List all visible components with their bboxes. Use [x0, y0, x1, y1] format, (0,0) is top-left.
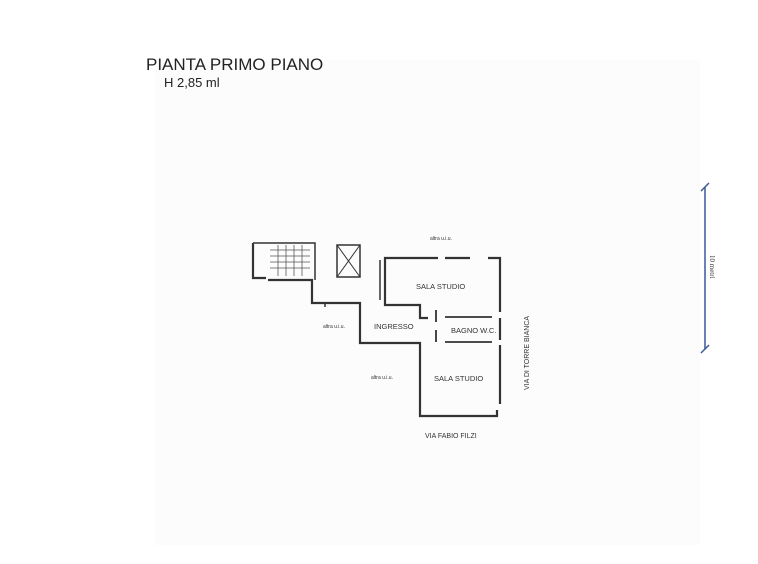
plan-title: PIANTA PRIMO PIANO [146, 55, 324, 74]
neighbor-label: altra u.i.u. [430, 236, 452, 242]
street-label-south: VIA FABIO FILZI [425, 433, 477, 440]
room-label-ingresso: INGRESSO [374, 322, 414, 331]
street-label-east: VIA DI TORRE BIANCA [524, 316, 531, 390]
walls [251, 242, 502, 418]
stairs [270, 245, 310, 276]
scale-label: 10 metri [708, 255, 716, 279]
room-label-sala-studio-2: SALA STUDIO [434, 374, 483, 383]
neighbor-label: altra u.i.u. [371, 375, 393, 381]
neighbor-label: altra u.i.u. [323, 324, 345, 330]
ceiling-height: H 2,85 ml [164, 75, 220, 90]
scale-bar [700, 182, 710, 354]
room-label-bagno: BAGNO W.C. [451, 326, 496, 335]
drawing-sheet [155, 60, 700, 545]
room-label-sala-studio-1: SALA STUDIO [416, 282, 465, 291]
